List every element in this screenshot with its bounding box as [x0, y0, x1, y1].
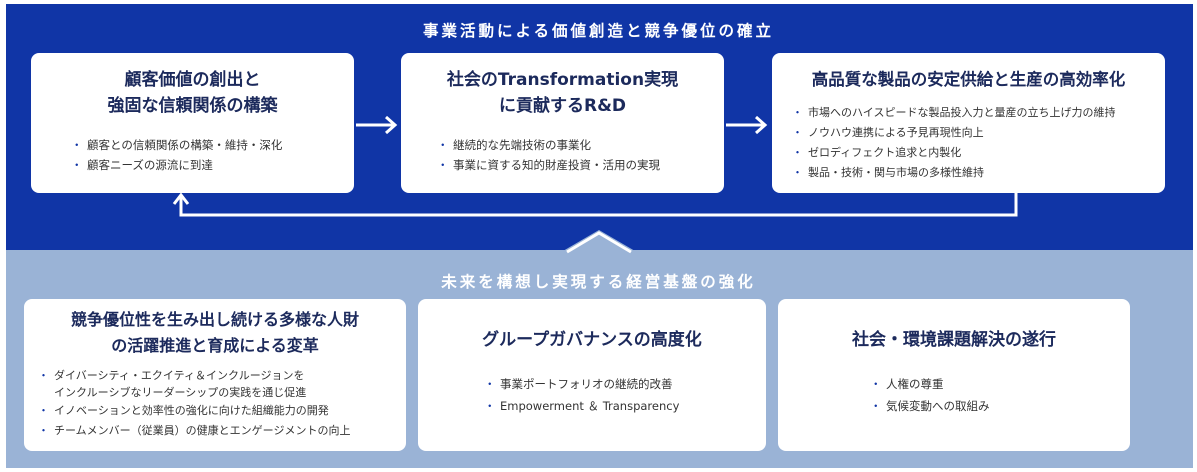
list-item: ・チームメンバー（従業員）の健康とエンゲージメントの向上	[38, 421, 406, 441]
card-title: 競争優位性を生み出し続ける多様な人財 の活躍推進と育成による変革	[70, 310, 359, 355]
bullet-marker: ・	[38, 369, 49, 382]
list-item: ・Empowerment ＆ Transparency	[484, 395, 766, 417]
list-item: ・事業ポートフォリオの継続的改善	[484, 373, 766, 395]
right-arrow-icon	[726, 115, 768, 135]
list-item: ・事業に資する知的財産投資・活用の実現	[437, 155, 724, 175]
bullet-marker: ・	[71, 138, 83, 152]
list-item: ・気候変動への取組み	[870, 395, 1130, 417]
list-item: ・市場へのハイスピードな製品投入力と量産の立ち上げ力の維持	[792, 103, 1165, 123]
list-item: ・ダイバーシティ・エクイティ＆インクルージョンをインクルーシブなリーダーシップの…	[38, 369, 307, 399]
card-title: 顧客価値の創出と 強固な信頼関係の構築	[107, 70, 278, 116]
list-item: ・顧客ニーズの源流に到達	[71, 155, 354, 175]
quality-supply-card: 高品質な製品の安定供給と生産の高効率化 ・市場へのハイスピードな製品投入力と量産…	[772, 53, 1165, 193]
customer-value-card: 顧客価値の創出と 強固な信頼関係の構築 ・顧客との信頼関係の構築・維持・深化 ・…	[31, 53, 354, 193]
human-capital-card: 競争優位性を生み出し続ける多様な人財 の活躍推進と育成による変革 ・ダイバーシテ…	[24, 299, 406, 451]
bullet-marker: ・	[71, 158, 83, 172]
bullet-marker: ・	[484, 399, 496, 413]
list-item: ・製品・技術・関与市場の多様性維持	[792, 163, 1165, 183]
top-band-title: 事業活動による価値創造と競争優位の確立	[422, 22, 775, 40]
rnd-card: 社会のTransformation実現 に貢献するR&D ・継続的な先端技術の事…	[401, 53, 724, 193]
bullet-marker: ・	[792, 166, 803, 179]
feedback-loop-arrow-icon	[172, 192, 1018, 217]
list-item: ・顧客との信頼関係の構築・維持・深化	[71, 135, 354, 155]
list-item: ・イノベーションと効率性の強化に向けた組織能力の開発	[38, 401, 406, 421]
card-title: 社会・環境課題解決の遂行	[852, 330, 1056, 350]
bullet-marker: ・	[870, 399, 882, 413]
bullet-marker: ・	[38, 424, 49, 437]
bullet-marker: ・	[484, 377, 496, 391]
bottom-band-title: 未来を構想し実現する経営基盤の強化	[441, 273, 756, 291]
list-item: ・人権の尊重	[870, 373, 1130, 395]
governance-card: グループガバナンスの高度化 ・事業ポートフォリオの継続的改善 ・Empowerm…	[418, 299, 766, 451]
bullet-marker: ・	[870, 377, 882, 391]
bullet-marker: ・	[437, 158, 449, 172]
bullet-marker: ・	[38, 404, 49, 417]
bullet-marker: ・	[792, 126, 803, 139]
chevron-up-icon	[563, 230, 635, 255]
card-title: 高品質な製品の安定供給と生産の高効率化	[811, 70, 1126, 89]
right-arrow-icon	[356, 115, 398, 135]
list-item: ・継続的な先端技術の事業化	[437, 135, 724, 155]
list-item: ・ノウハウ連携による予見再現性向上	[792, 123, 1165, 143]
social-environmental-card: 社会・環境課題解決の遂行 ・人権の尊重 ・気候変動への取組み	[778, 299, 1130, 451]
bullet-marker: ・	[792, 146, 803, 159]
bullet-marker: ・	[437, 138, 449, 152]
card-title: 社会のTransformation実現 に貢献するR&D	[446, 70, 679, 116]
bullet-marker: ・	[792, 106, 803, 119]
card-title: グループガバナンスの高度化	[482, 330, 702, 350]
list-item: ・ゼロディフェクト追求と内製化	[792, 143, 1165, 163]
